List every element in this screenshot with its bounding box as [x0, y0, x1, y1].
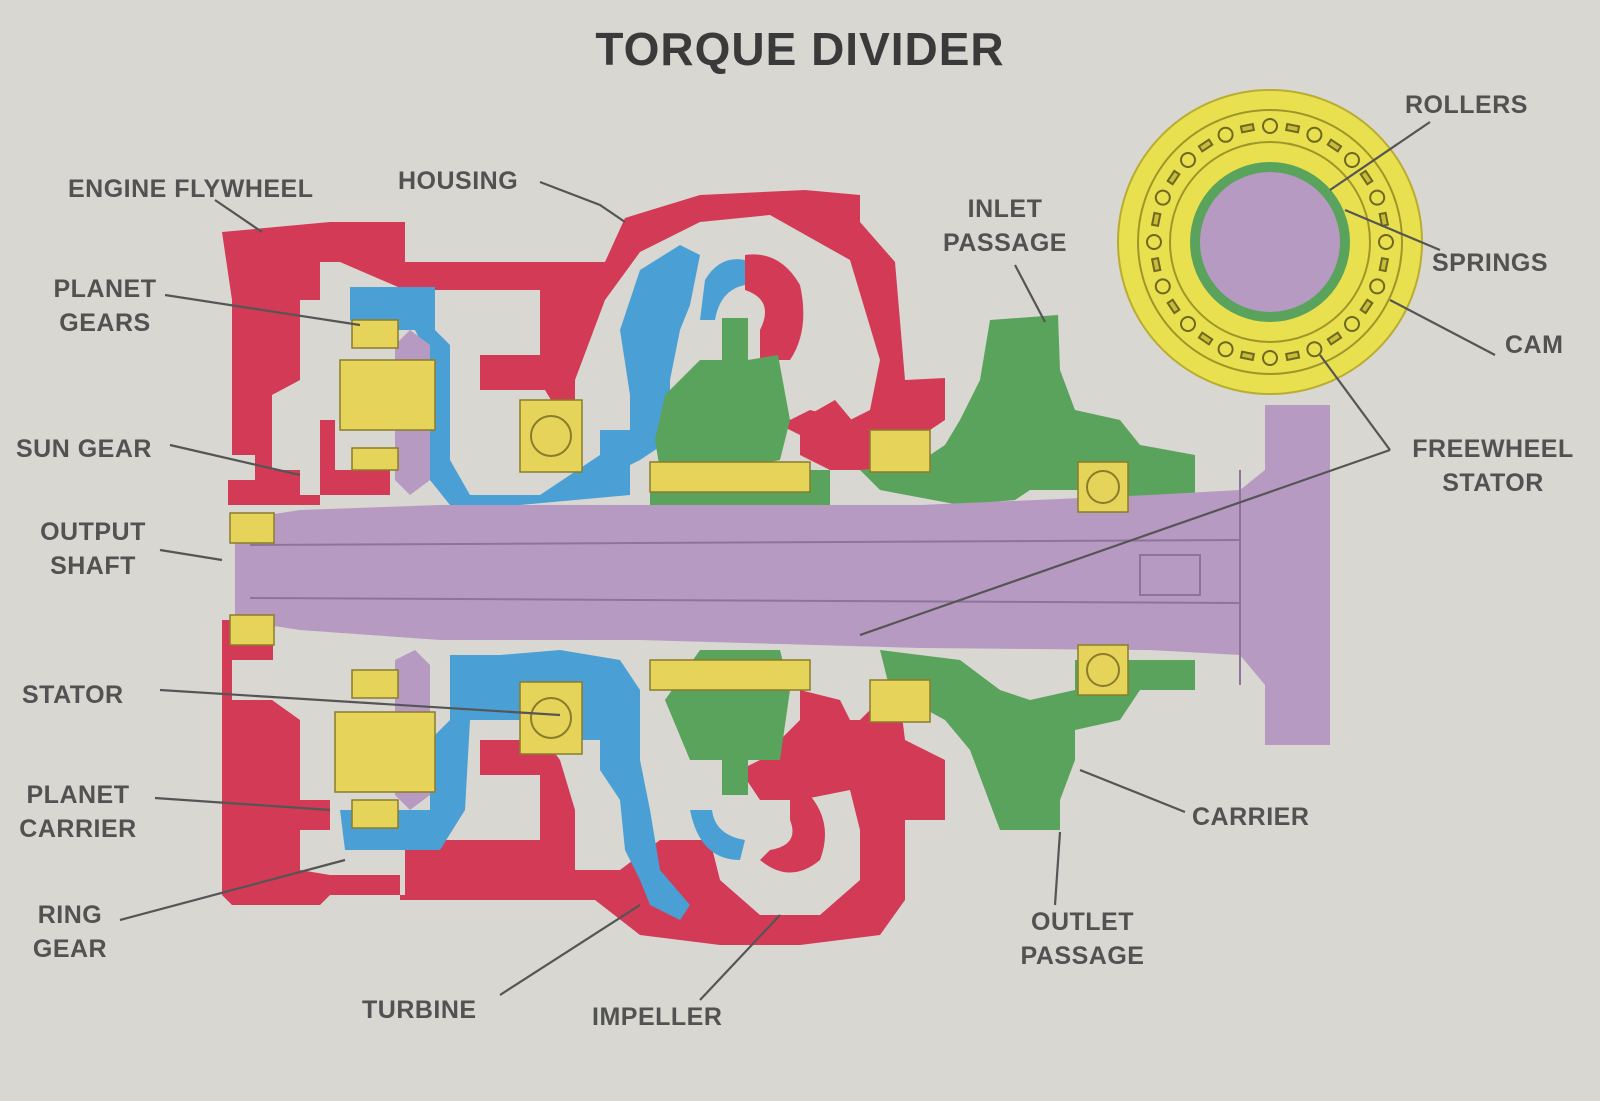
- spring: [1326, 138, 1343, 153]
- label-engine-flywheel: ENGINE FLYWHEEL: [68, 175, 314, 203]
- roller: [1154, 278, 1171, 295]
- label-planet-gears-line2: GEARS: [59, 309, 151, 337]
- spring: [1359, 169, 1374, 186]
- roller: [1217, 126, 1234, 143]
- label-cam: CAM: [1505, 331, 1564, 359]
- roller: [1217, 341, 1234, 358]
- label-stator: STATOR: [22, 681, 124, 709]
- roller: [1180, 152, 1196, 168]
- spring: [1197, 331, 1214, 346]
- diagram-title: TORQUE DIVIDER: [595, 23, 1005, 75]
- label-output-shaft-line2: SHAFT: [50, 552, 136, 580]
- spring: [1166, 298, 1181, 315]
- freewheel-stator-inset: [1117, 89, 1423, 395]
- roller: [1146, 234, 1162, 250]
- label-planet-carrier-line2: CARRIER: [19, 815, 137, 843]
- label-ring-gear-line1: RING: [37, 901, 103, 929]
- roller: [1369, 189, 1386, 206]
- spring: [1359, 298, 1374, 315]
- label-freewheel-stator-line1: FREEWHEEL: [1412, 435, 1574, 463]
- spring: [1239, 350, 1256, 362]
- label-planet-gears-line1: PLANET: [53, 275, 157, 303]
- label-output-shaft: OUTPUT SHAFT: [28, 515, 158, 583]
- label-planet-carrier: PLANET CARRIER: [8, 778, 148, 846]
- spring: [1239, 122, 1256, 134]
- label-freewheel-stator-line2: STATOR: [1442, 469, 1544, 497]
- housing-red-parts: [222, 190, 945, 945]
- label-outlet-passage-line1: OUTLET: [1031, 908, 1134, 936]
- label-planet-gears: PLANET GEARS: [40, 272, 170, 340]
- roller: [1344, 316, 1360, 332]
- turbine-blue-parts: [340, 245, 745, 920]
- label-rollers: ROLLERS: [1405, 91, 1528, 119]
- roller: [1344, 152, 1360, 168]
- roller: [1262, 350, 1278, 366]
- label-turbine: TURBINE: [362, 996, 477, 1024]
- spring: [1378, 256, 1390, 273]
- roller: [1154, 189, 1171, 206]
- label-inlet-passage-line1: INLET: [967, 195, 1043, 223]
- rollers-ring: [1146, 118, 1394, 366]
- roller: [1262, 118, 1278, 134]
- label-outlet-passage-line2: PASSAGE: [1020, 942, 1145, 970]
- label-planet-carrier-line1: PLANET: [26, 781, 130, 809]
- spring: [1197, 138, 1214, 153]
- label-inlet-passage: INLET PASSAGE: [930, 192, 1080, 260]
- shaft-detail-lines: [249, 470, 1241, 685]
- label-ring-gear: RING GEAR: [20, 898, 120, 966]
- bearing-balls: [530, 415, 1120, 739]
- spring: [1284, 122, 1301, 134]
- roller: [1378, 234, 1394, 250]
- label-carrier: CARRIER: [1192, 803, 1310, 831]
- roller: [1306, 341, 1323, 358]
- label-springs: SPRINGS: [1432, 249, 1549, 277]
- roller: [1180, 316, 1196, 332]
- spring: [1150, 256, 1162, 273]
- label-outlet-passage: OUTLET PASSAGE: [1000, 905, 1165, 973]
- label-ring-gear-line2: GEAR: [32, 935, 108, 963]
- label-sun-gear: SUN GEAR: [16, 435, 152, 463]
- spring: [1166, 169, 1181, 186]
- spring: [1378, 211, 1390, 228]
- label-inlet-passage-line2: PASSAGE: [943, 229, 1067, 257]
- label-freewheel-stator: FREEWHEEL STATOR: [1398, 432, 1588, 500]
- spring: [1284, 350, 1301, 362]
- label-impeller: IMPELLER: [592, 1003, 723, 1031]
- spring: [1150, 211, 1162, 228]
- roller: [1369, 278, 1386, 295]
- roller: [1306, 126, 1323, 143]
- label-housing: HOUSING: [398, 167, 519, 195]
- leader-lines: [119, 121, 1496, 1001]
- label-output-shaft-line1: OUTPUT: [40, 518, 146, 546]
- spring: [1326, 331, 1343, 346]
